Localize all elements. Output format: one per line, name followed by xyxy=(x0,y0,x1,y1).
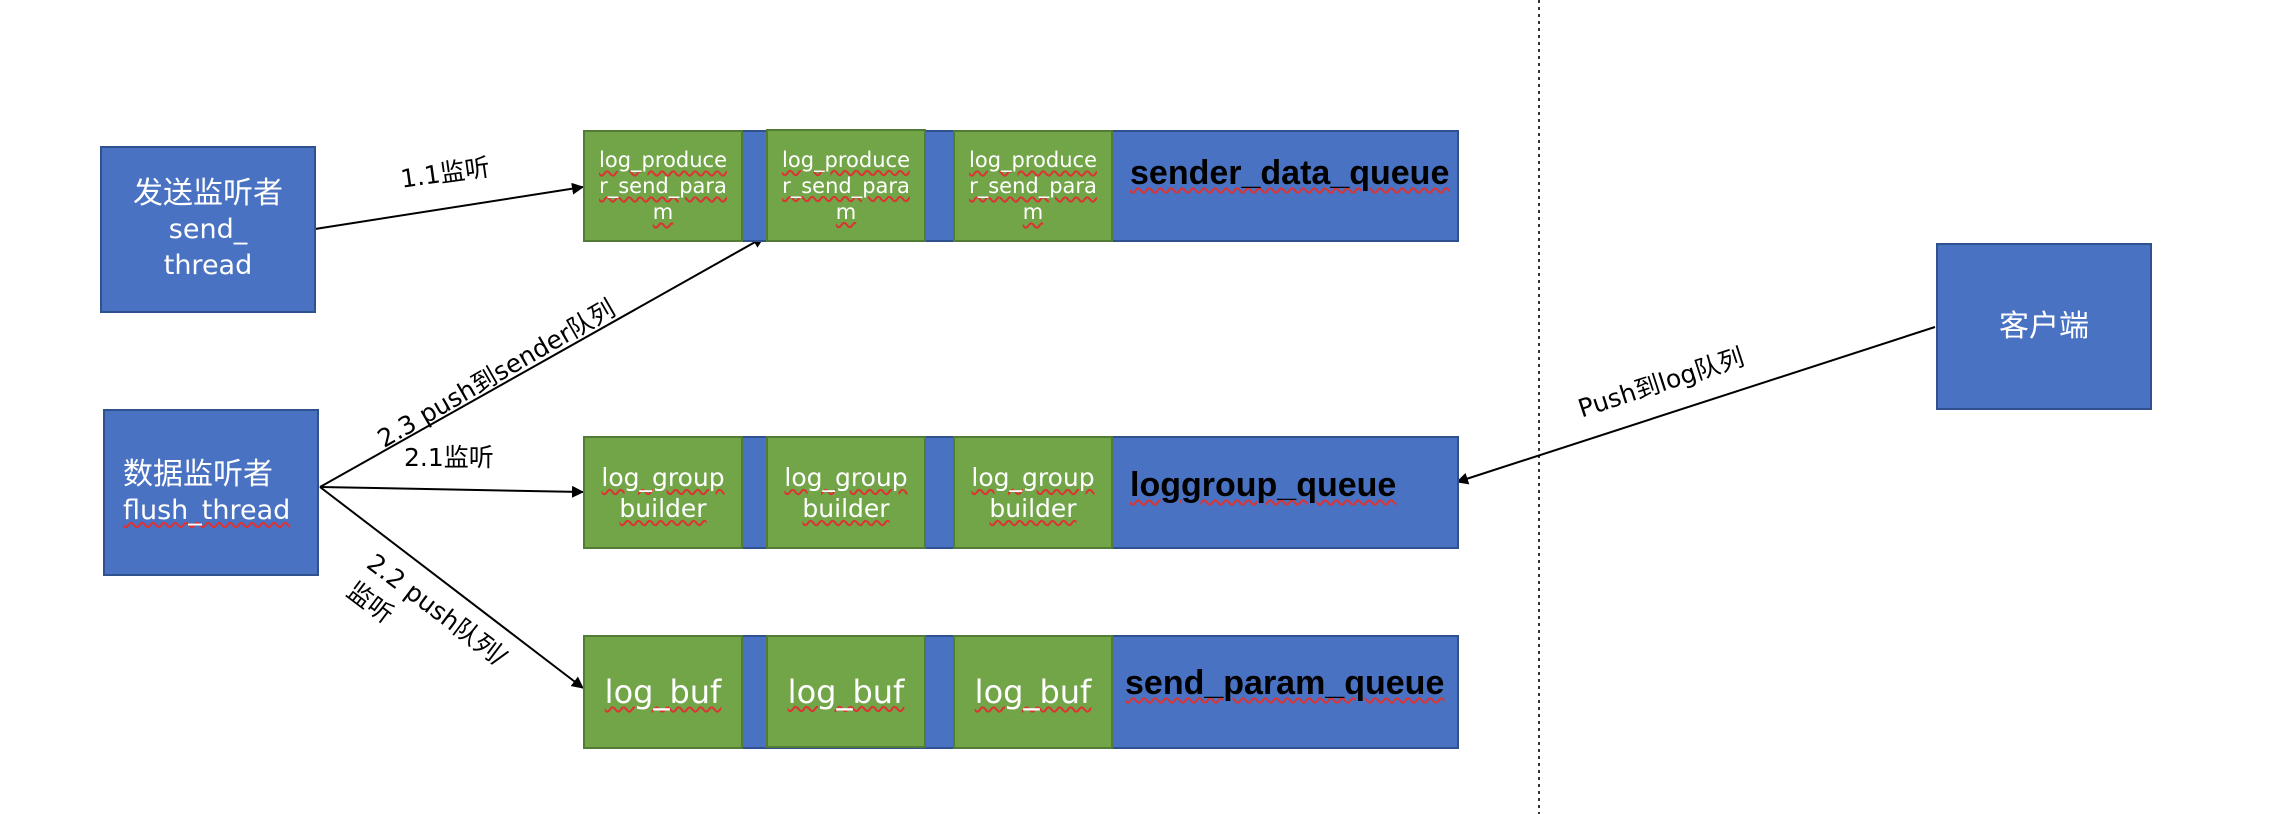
cell-text-line: m xyxy=(1022,200,1044,224)
sender-queue-label-text: sender_data_queue xyxy=(1130,154,1450,192)
cell-text-line: m xyxy=(835,199,857,224)
send-listener-thread-line1: send_ xyxy=(168,213,248,245)
cell-text-line: log_group xyxy=(784,462,908,492)
send-param-queue-label: send_param_queue xyxy=(1125,664,1444,703)
cell-text-line: log_produce xyxy=(599,148,727,172)
cell-text-line: builder xyxy=(802,493,890,523)
cell-text-line: builder xyxy=(619,493,707,523)
cell-text: log_buf xyxy=(604,673,722,711)
send-param-queue-cell: log_buf xyxy=(766,635,926,748)
cell-text-line: r_send_para xyxy=(969,174,1097,198)
edge-2-1-label: 2.1监听 xyxy=(404,443,494,472)
loggroup-queue-label: loggroup_queue xyxy=(1130,466,1396,505)
cell-text-line: log_group xyxy=(601,462,725,492)
cell-text: log_buf xyxy=(974,673,1092,711)
client-box: 客户端 xyxy=(1936,243,2152,410)
cell-text-line: m xyxy=(652,200,674,224)
send-listener-thread-line2: thread xyxy=(163,249,253,281)
cell-text: log_buf xyxy=(787,672,905,711)
sender-queue-label: sender_data_queue xyxy=(1130,154,1449,193)
send-listener-name: 发送监听者 xyxy=(133,175,283,211)
edge-2-3-arrow xyxy=(319,236,765,488)
cell-text-line: r_send_para xyxy=(782,173,910,198)
edge-client-push-arrow xyxy=(1456,326,1936,485)
edge-1-1-arrow xyxy=(314,182,584,230)
client-label: 客户端 xyxy=(1999,308,2089,344)
data-listener-box: 数据监听者 flush_thread xyxy=(103,409,319,576)
loggroup-queue-label-text: loggroup_queue xyxy=(1130,466,1397,504)
data-listener-thread: flush_thread xyxy=(123,493,290,529)
send-param-queue-cell: log_buf xyxy=(953,635,1113,749)
cell-text-line: log_produce xyxy=(969,148,1097,172)
edge-2-1-arrow xyxy=(319,485,584,498)
data-listener-name: 数据监听者 xyxy=(123,456,273,492)
send-listener-box: 发送监听者 send_ thread xyxy=(100,146,316,313)
edge-2-2-arrow xyxy=(319,486,584,689)
data-listener-thread-text: flush_thread xyxy=(123,494,291,526)
cell-text-line: r_send_para xyxy=(599,174,727,198)
cell-text-line: builder xyxy=(989,493,1077,523)
send-param-queue-cell: log_buf xyxy=(583,635,743,749)
send-param-queue-label-text: send_param_queue xyxy=(1125,664,1445,702)
cell-text-line: log_group xyxy=(971,462,1095,492)
cell-text-line: log_produce xyxy=(782,147,910,172)
